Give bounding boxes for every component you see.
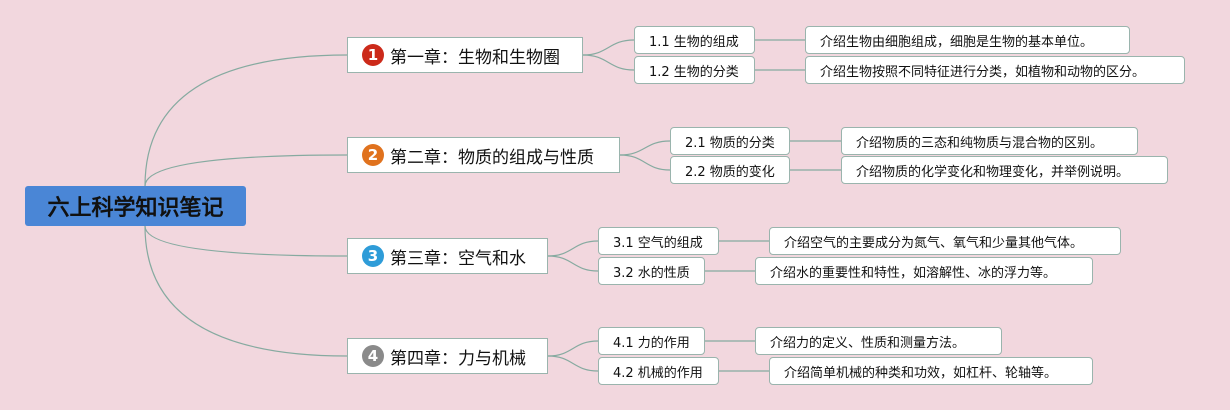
root-to-chapter-2-line [144,154,348,187]
chapter-3-to-section-2-line [547,255,599,272]
chapter-3-node[interactable]: 3 第三章：空气和水 [347,238,548,274]
chapter-1-to-section-2-line [582,54,635,71]
chapter-1-number-badge: 1 [362,44,384,66]
section-2-2-description[interactable]: 介绍物质的化学变化和物理变化，并举例说明。 [841,156,1168,184]
chapter-2-number-badge: 2 [362,144,384,166]
section-1-2-node[interactable]: 1.2 生物的分类 [634,56,755,84]
section-3-2-node[interactable]: 3.2 水的性质 [598,257,705,285]
section-4-1-label: 4.1 力的作用 [613,335,690,351]
section-4-2-description[interactable]: 介绍简单机械的种类和功效，如杠杆、轮轴等。 [769,357,1093,385]
section-4-1-description[interactable]: 介绍力的定义、性质和测量方法。 [755,327,1002,355]
root-to-chapter-4-line [144,225,348,357]
chapter-1-node[interactable]: 1 第一章：生物和生物圈 [347,37,583,73]
chapter-1-to-section-1-line [582,39,635,56]
root-to-chapter-1-line [144,54,348,187]
section-2-1-description[interactable]: 介绍物质的三态和纯物质与混合物的区别。 [841,127,1138,155]
section-2-2-description-text: 介绍物质的化学变化和物理变化，并举例说明。 [856,164,1130,180]
section-4-2-label: 4.2 机械的作用 [613,365,703,381]
section-4-1-description-text: 介绍力的定义、性质和测量方法。 [770,335,966,351]
chapter-4-node[interactable]: 4 第四章：力与机械 [347,338,548,374]
section-1-2-description[interactable]: 介绍生物按照不同特征进行分类，如植物和动物的区分。 [805,56,1185,84]
section-2-1-node[interactable]: 2.1 物质的分类 [670,127,790,155]
section-2-2-node[interactable]: 2.2 物质的变化 [670,156,790,184]
chapter-1-title: 第一章：生物和生物圈 [390,47,560,68]
section-3-2-description-text: 介绍水的重要性和特性，如溶解性、冰的浮力等。 [770,265,1057,281]
section-1-1-node[interactable]: 1.1 生物的组成 [634,26,755,54]
section-3-2-description[interactable]: 介绍水的重要性和特性，如溶解性、冰的浮力等。 [755,257,1093,285]
chapter-4-to-section-2-line [547,355,599,372]
section-1-2-description-text: 介绍生物按照不同特征进行分类，如植物和动物的区分。 [820,64,1146,80]
section-3-1-node[interactable]: 3.1 空气的组成 [598,227,719,255]
chapter-3-title: 第三章：空气和水 [390,248,526,269]
section-2-2-label: 2.2 物质的变化 [685,164,775,180]
chapter-4-number-badge: 4 [362,345,384,367]
chapter-3-to-section-1-line [547,240,599,257]
chapter-2-title: 第二章：物质的组成与性质 [390,147,594,168]
section-4-1-node[interactable]: 4.1 力的作用 [598,327,705,355]
section-3-2-label: 3.2 水的性质 [613,265,690,281]
section-2-1-label: 2.1 物质的分类 [685,135,775,151]
section-3-1-label: 3.1 空气的组成 [613,235,703,251]
section-4-2-node[interactable]: 4.2 机械的作用 [598,357,719,385]
section-3-1-description[interactable]: 介绍空气的主要成分为氮气、氧气和少量其他气体。 [769,227,1121,255]
chapter-3-number-badge: 3 [362,245,384,267]
section-1-1-description[interactable]: 介绍生物由细胞组成，细胞是生物的基本单位。 [805,26,1130,54]
chapter-4-to-section-1-line [547,340,599,357]
chapter-2-to-section-1-line [619,140,671,156]
chapter-2-to-section-2-line [619,154,671,171]
root-to-chapter-3-line [144,225,348,257]
section-1-1-description-text: 介绍生物由细胞组成，细胞是生物的基本单位。 [820,34,1094,50]
chapter-4-title: 第四章：力与机械 [390,348,526,369]
section-1-2-label: 1.2 生物的分类 [649,64,739,80]
section-2-1-description-text: 介绍物质的三态和纯物质与混合物的区别。 [856,135,1104,151]
root-topic[interactable]: 六上科学知识笔记 [25,186,246,226]
section-1-1-label: 1.1 生物的组成 [649,34,739,50]
section-3-1-description-text: 介绍空气的主要成分为氮气、氧气和少量其他气体。 [784,235,1084,251]
section-4-2-description-text: 介绍简单机械的种类和功效，如杠杆、轮轴等。 [784,365,1058,381]
chapter-2-node[interactable]: 2 第二章：物质的组成与性质 [347,137,620,173]
